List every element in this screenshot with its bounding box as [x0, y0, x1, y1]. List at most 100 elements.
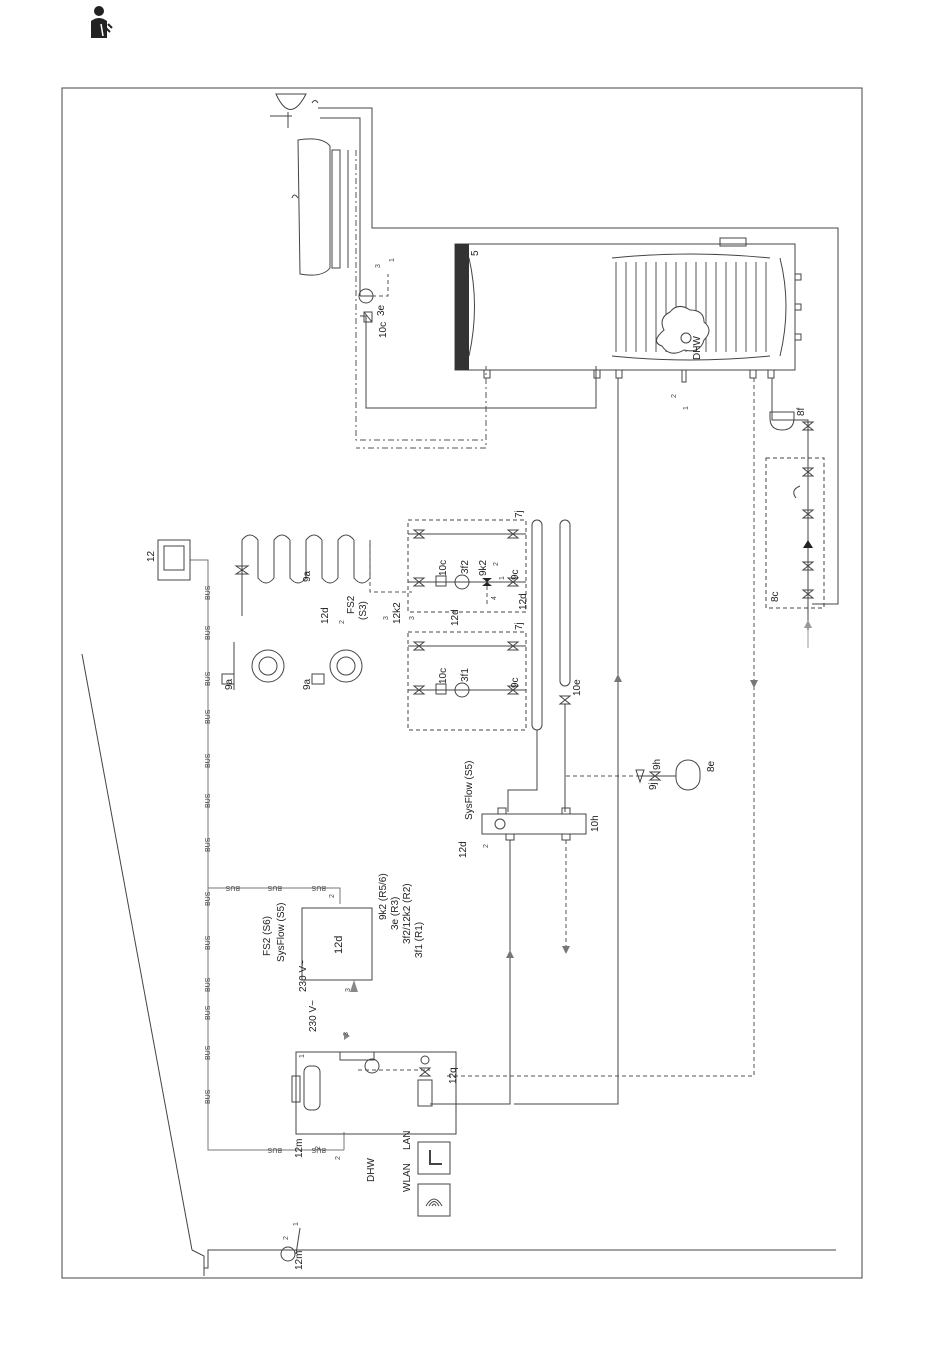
label-8f: 8f — [796, 407, 807, 416]
wire-count: 3 — [409, 616, 416, 620]
lan-module[interactable] — [417, 1141, 451, 1175]
bus-label: BUS — [205, 977, 212, 992]
bus-label: BUS — [205, 709, 212, 724]
label-dhw-out: DHW — [366, 1158, 377, 1182]
wire-count: 2 — [329, 894, 336, 898]
label-r1: 3f1 (R1) — [414, 922, 425, 958]
label-8c: 8c — [770, 591, 781, 602]
dhw-pipes — [318, 107, 839, 605]
bus-label: BUS — [205, 793, 212, 808]
wire-count: 2 — [335, 1156, 342, 1160]
labels: 5 DHW 3e 10c 8f 8c 12 9a 9a 9a FS2 (S3) … — [146, 250, 807, 1270]
wire-count: 1 — [293, 1222, 300, 1226]
label-12: 12 — [146, 550, 157, 562]
label-10e: 10e — [572, 679, 583, 696]
mixing-circuit-2 — [407, 519, 527, 613]
label-9a-2: 9a — [224, 678, 235, 690]
controller-module-12d — [301, 907, 373, 992]
bus-label: BUS — [205, 837, 212, 852]
label-230v-12d: 230 V~ — [298, 960, 309, 992]
label-10c-b: 10c — [438, 668, 449, 684]
wire-count: 3 — [345, 988, 352, 992]
dhw-cylinder — [454, 237, 802, 383]
wlan-module[interactable] — [417, 1183, 451, 1217]
bus-label: BUS — [205, 1005, 212, 1020]
label-s3: (S3) — [358, 601, 369, 620]
bus-label: BUS — [205, 935, 212, 950]
label-9a-1: 9a — [302, 570, 313, 582]
outdoor-sensor-12m — [280, 1227, 301, 1262]
expansion-vessel-8e — [566, 759, 701, 791]
bus-markers: BUS BUS BUS BUS BUS BUS BUS BUS BUS BUS BUS BUS BUS B… — [205, 585, 326, 1153]
bus-label: BUS — [205, 891, 212, 906]
label-10c-a: 10c — [438, 560, 449, 576]
wire-count: 2 — [339, 620, 346, 624]
label-9j: 9j — [648, 782, 659, 790]
bus-label: BUS — [205, 753, 212, 768]
wire-count: 1 — [389, 258, 396, 262]
label-r56: 9k2 (R5/6) — [378, 873, 389, 920]
label-dhw-sensor: DHW — [692, 336, 703, 360]
label-12m-b: 12m — [294, 1251, 305, 1270]
label-9k2: 9k2 — [478, 559, 489, 576]
label-12m-a: 12m — [294, 1139, 305, 1158]
label-sysflow-s5: SysFlow (S5) — [276, 903, 287, 962]
bathtub — [291, 138, 349, 276]
label-3f2: 3f2 — [460, 560, 471, 574]
tank-coil-pipes — [356, 378, 758, 1105]
label-8e: 8e — [706, 760, 717, 772]
label-9h: 9h — [652, 759, 663, 770]
wire-counts: 1 3 2 1 2 3 3 2 1 4 2 2 3 3 1 2 2 2 1 — [283, 258, 690, 1240]
label-230v-boiler: 230 V~ — [308, 1000, 319, 1032]
bus-label: BUS — [225, 884, 240, 891]
diagram-frame — [61, 87, 863, 1279]
label-12q: 12q — [448, 1067, 459, 1084]
hydraulic-separator — [430, 807, 587, 1105]
building-wall — [81, 653, 836, 1276]
bus-label: BUS — [311, 1146, 326, 1153]
wire-count: 3 — [375, 264, 382, 268]
wire-count: 3 — [383, 616, 390, 620]
label-12d-box: 12d — [333, 936, 345, 954]
wire-count: 1 — [299, 1054, 306, 1058]
manifold-headers — [507, 519, 572, 812]
label-12d-b: 12d — [450, 609, 461, 626]
label-fs2: FS2 — [346, 595, 357, 614]
wire-count: 3 — [343, 1032, 350, 1036]
wire-count: 2 — [283, 1236, 290, 1240]
label-fs2-s6: FS2 (S6) — [262, 916, 273, 956]
underfloor-circuit — [234, 534, 412, 616]
label-10c-top: 10c — [378, 322, 389, 338]
label-9c-b: 9c — [510, 677, 521, 688]
wire-count: 1 — [683, 406, 690, 410]
bus-label: BUS — [311, 884, 326, 891]
label-wlan: WLAN — [402, 1163, 413, 1192]
cold-water-inlet-8c — [765, 378, 825, 648]
wire-count: 1 — [499, 576, 506, 580]
bus-label: BUS — [267, 1146, 282, 1153]
label-lan: LAN — [402, 1131, 413, 1150]
label-r3: 3e (R3) — [390, 897, 401, 930]
fan-coils — [221, 642, 363, 690]
label-12k2: 12k2 — [392, 602, 403, 624]
bus-label: BUS — [205, 1045, 212, 1060]
label-12d-c: 12d — [518, 593, 529, 610]
direct-circuit-1 — [407, 631, 527, 731]
wire-count: 4 — [491, 596, 498, 600]
bus-label: BUS — [205, 1089, 212, 1104]
bus-label: BUS — [205, 585, 212, 600]
label-tank: 5 — [470, 250, 481, 256]
label-r2: 3f2/12k2 (R2) — [402, 883, 413, 944]
bus-line — [190, 559, 345, 1151]
wire-count: 2 — [483, 844, 490, 848]
label-9a-3: 9a — [302, 678, 313, 690]
label-3e-top: 3e — [376, 304, 387, 316]
label-9c-a: 9c — [510, 569, 521, 580]
wire-count: 2 — [671, 394, 678, 398]
room-controller — [157, 539, 191, 581]
bus-label: BUS — [267, 884, 282, 891]
pump-3e — [358, 274, 389, 323]
label-10h: 10h — [590, 815, 601, 832]
wire-count: 2 — [315, 1146, 322, 1150]
